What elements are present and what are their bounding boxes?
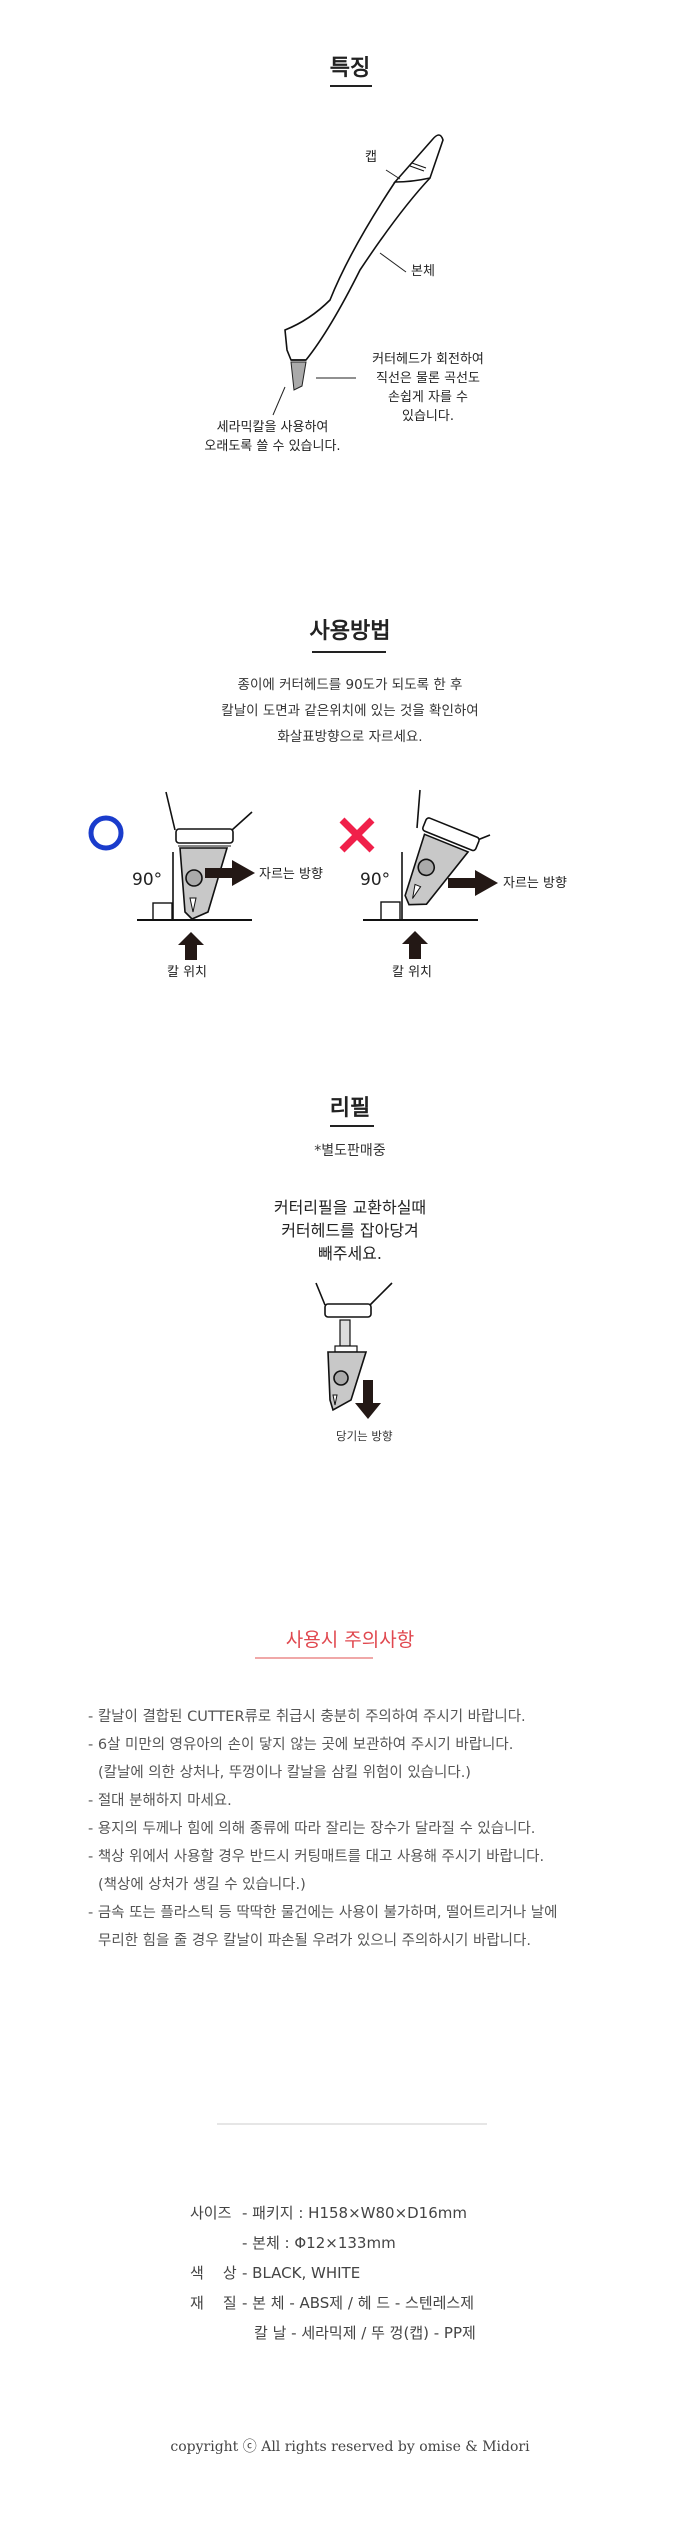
cutting-direction-arrow-icon: [448, 870, 498, 896]
refill-title: 리필: [329, 1096, 371, 1121]
label-line: 커터헤드가 회전하여: [372, 352, 484, 367]
caution-item: - 절대 분해하지 마세요.: [88, 1793, 232, 1809]
body-label: 본체: [411, 264, 435, 279]
cautions-list: - 칼날이 결합된 CUTTER류로 취급시 충분히 주의하여 주시기 바랍니다…: [88, 1703, 557, 1955]
wrong-mark-icon: [339, 817, 375, 853]
spec-label: 재 질: [190, 2294, 237, 2312]
label-line: 손쉽게 자를 수: [387, 390, 469, 405]
knife-position-label: 칼 위치: [392, 965, 433, 980]
cutter-head-label: 커터헤드가 회전하여 직선은 물론 곡선도 손쉽게 자를 수 있습니다.: [358, 350, 498, 426]
refill-instructions: 커터리필을 교환하실때 커터헤드를 잡아당겨 빼주세요.: [0, 1196, 700, 1265]
correct-mark-icon: [88, 815, 124, 851]
knife-position-arrow-icon: [402, 931, 428, 959]
refill-note: *별도판매중: [314, 1143, 386, 1159]
spec-value: - 패키지 : H158×W80×D16mm: [242, 2204, 467, 2222]
label-line: 있습니다.: [402, 409, 454, 424]
spec-list: 사이즈 - 패키지 : H158×W80×D16mm - 본체 : Φ12×133…: [190, 2198, 476, 2348]
spec-value: - 본체 : Φ12×133mm: [242, 2234, 396, 2252]
caution-item: - 금속 또는 플라스틱 등 딱딱한 물건에는 사용이 불가하며, 떨어트리거나…: [88, 1905, 558, 1921]
caution-item: (칼날에 의한 상처나, 뚜껑이나 칼날을 삼킬 위험이 있습니다.): [98, 1765, 471, 1781]
pen-cap: [393, 134, 444, 183]
correct-usage-diagram: [137, 791, 253, 921]
spec-label: [190, 2318, 254, 2348]
caution-item: - 책상 위에서 사용할 경우 반드시 커팅매트를 대고 사용해 주시기 바랍니…: [88, 1849, 545, 1865]
wrong-usage-diagram: [363, 789, 491, 921]
spec-label: 사이즈: [190, 2204, 232, 2222]
caution-item: 무리한 힘을 줄 경우 칼날이 파손될 우려가 있으니 주의하시기 바랍니다.: [98, 1933, 531, 1949]
knife-position-label: 칼 위치: [167, 965, 208, 980]
title-underline: [330, 1125, 374, 1127]
title-underline: [255, 1657, 373, 1659]
ceramic-label: 세라믹칼을 사용하여 오래도록 쓸 수 있습니다.: [190, 418, 355, 456]
spec-row-material: 재 질 - 본 체 - ABS제 / 헤 드 - 스텐레스제: [190, 2288, 476, 2318]
label-line: 오래도록 쓸 수 있습니다.: [204, 439, 341, 454]
label-line: 세라믹칼을 사용하여: [216, 420, 329, 435]
usage-title: 사용방법: [309, 619, 391, 644]
spec-row-body-size: - 본체 : Φ12×133mm: [190, 2228, 476, 2258]
spec-row-size: 사이즈 - 패키지 : H158×W80×D16mm: [190, 2198, 476, 2228]
spec-value: - BLACK, WHITE: [242, 2264, 361, 2282]
usage-description: 종이에 커터헤드를 90도가 되도록 한 후 칼날이 도면과 같은위치에 있는 …: [0, 672, 700, 750]
spec-row-material-2: 칼 날 - 세라믹제 / 뚜 껑(캡) - PP제: [190, 2318, 476, 2348]
angle-label: 90°: [360, 870, 391, 890]
spec-row-color: 색 상 - BLACK, WHITE: [190, 2258, 476, 2288]
caution-item: - 칼날이 결합된 CUTTER류로 취급시 충분히 주의하여 주시기 바랍니다…: [88, 1709, 526, 1725]
instruction-line: 커터리필을 교환하실때: [273, 1198, 427, 1217]
instruction-line: 빼주세요.: [318, 1244, 382, 1263]
description-line: 종이에 커터헤드를 90도가 되도록 한 후: [237, 677, 463, 693]
spec-value: - 본 체 - ABS제 / 헤 드 - 스텐레스제: [242, 2294, 475, 2312]
pull-direction-label: 당기는 방향: [336, 1429, 393, 1443]
description-line: 칼날이 도면과 같은위치에 있는 것을 확인하여: [221, 703, 479, 719]
spec-value: 칼 날 - 세라믹제 / 뚜 껑(캡) - PP제: [254, 2324, 476, 2342]
title-underline: [330, 85, 372, 87]
refill-diagram: [315, 1282, 393, 1412]
pull-direction-arrow-icon: [355, 1380, 381, 1419]
pen-body: [284, 177, 431, 361]
knife-position-arrow-icon: [178, 932, 204, 960]
title-underline: [312, 651, 386, 653]
cutting-direction-label: 자르는 방향: [259, 867, 323, 882]
caution-item: - 용지의 두께나 힘에 의해 종류에 따라 잘리는 장수가 달라질 수 있습니…: [88, 1821, 536, 1837]
caution-item: (책상에 상처가 생길 수 있습니다.): [98, 1877, 306, 1893]
pen-blade: [290, 361, 307, 391]
cutting-direction-arrow-icon: [205, 860, 255, 886]
cutting-direction-label: 자르는 방향: [503, 876, 567, 891]
features-title: 특징: [329, 56, 371, 81]
copyright: copyright ⓒ All rights reserved by omise…: [170, 2439, 530, 2455]
angle-label: 90°: [132, 870, 163, 890]
description-line: 화살표방향으로 자르세요.: [277, 729, 423, 745]
instruction-line: 커터헤드를 잡아당겨: [281, 1221, 419, 1240]
cautions-title: 사용시 주의사항: [285, 1629, 415, 1651]
cap-label: 캡: [365, 150, 377, 165]
spec-label: 색 상: [190, 2264, 237, 2282]
caution-item: - 6살 미만의 영유아의 손이 닿지 않는 곳에 보관하여 주시기 바랍니다.: [88, 1737, 514, 1753]
label-line: 직선은 물론 곡선도: [376, 371, 480, 386]
spec-label: [190, 2228, 242, 2258]
